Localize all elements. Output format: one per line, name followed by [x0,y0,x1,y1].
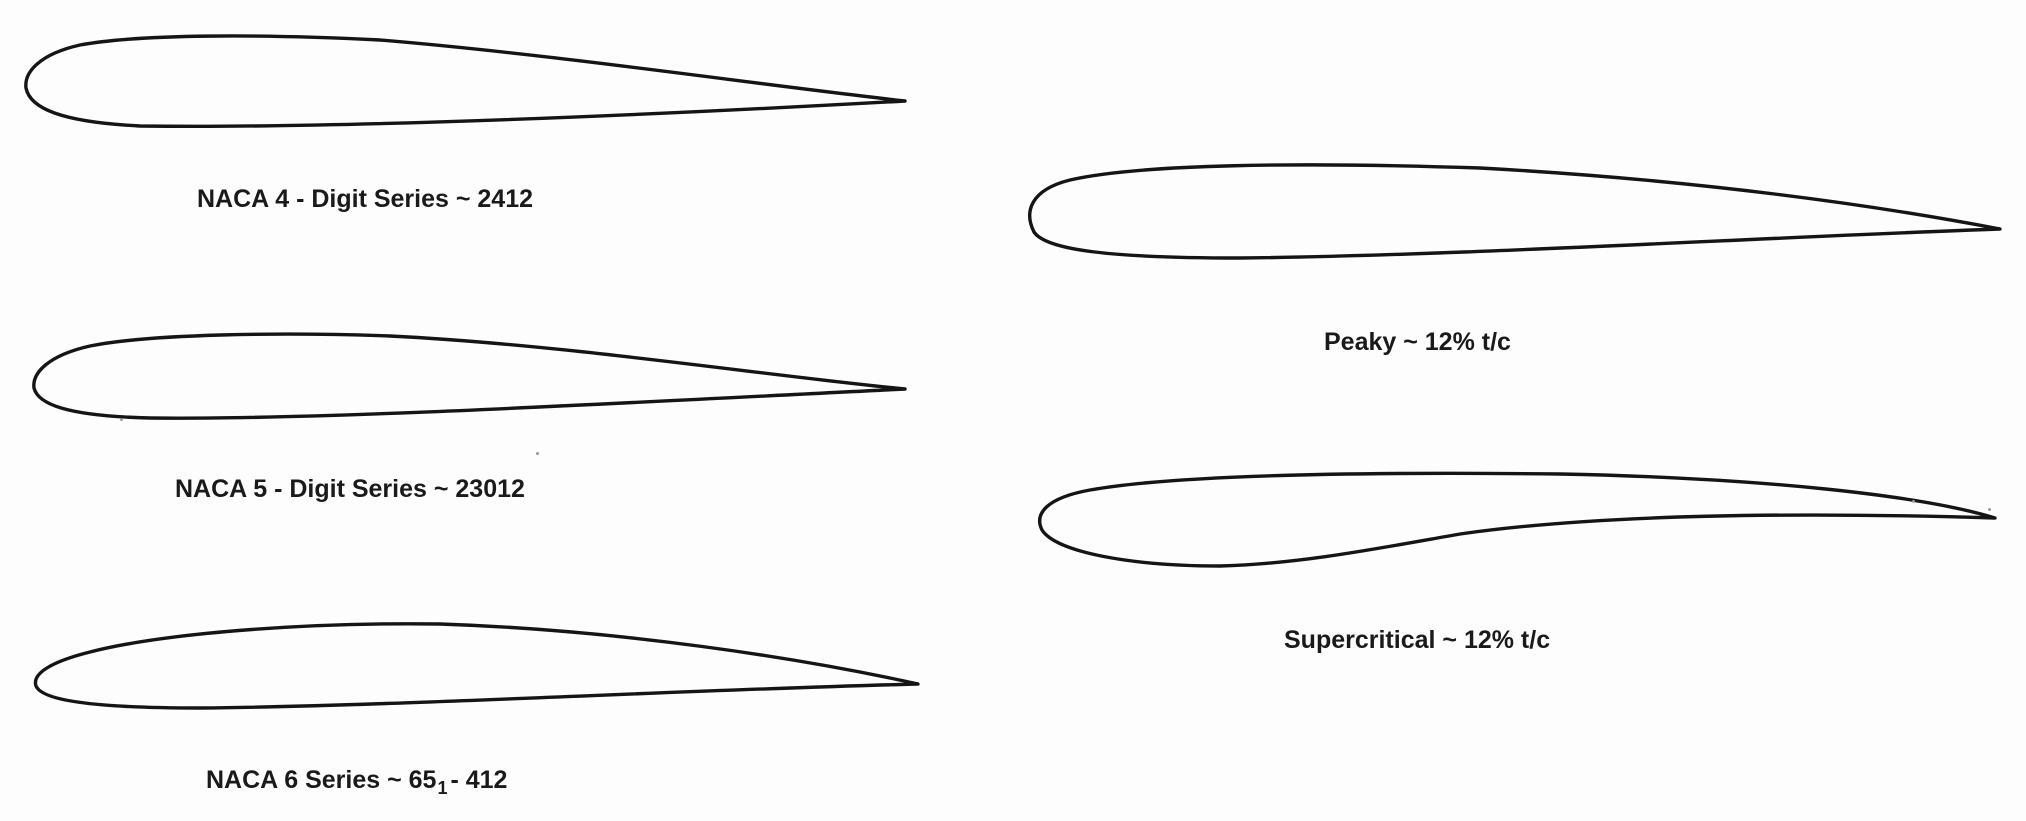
airfoil-naca-2412-outline [24,34,907,128]
caption-peaky: Peaky ~ 12% t/c [1324,328,1511,356]
airfoil-naca-23012-outline [32,332,907,420]
scan-speck [536,452,539,455]
caption-naca-2412: NACA 4 - Digit Series ~ 2412 [197,185,534,213]
airfoil-supercritical-outline [1038,471,1997,568]
caption-naca-651-412-prefix: NACA 6 Series ~ 65 [206,766,437,794]
caption-naca-23012: NACA 5 - Digit Series ~ 23012 [175,475,525,503]
airfoil-peaky-outline [1028,163,2002,260]
scan-speck [1988,508,1991,511]
caption-supercritical: Supercritical ~ 12% t/c [1284,626,1551,654]
airfoil-naca-651-412-outline [33,622,920,710]
scan-speck [1912,500,1915,503]
caption-naca-651-412-suffix: - 412 [450,766,508,794]
caption-naca-651-412-subscript: 1 [437,778,448,798]
scan-speck [120,418,123,421]
caption-naca-651-412: NACA 6 Series ~ 651- 412 [206,766,507,799]
